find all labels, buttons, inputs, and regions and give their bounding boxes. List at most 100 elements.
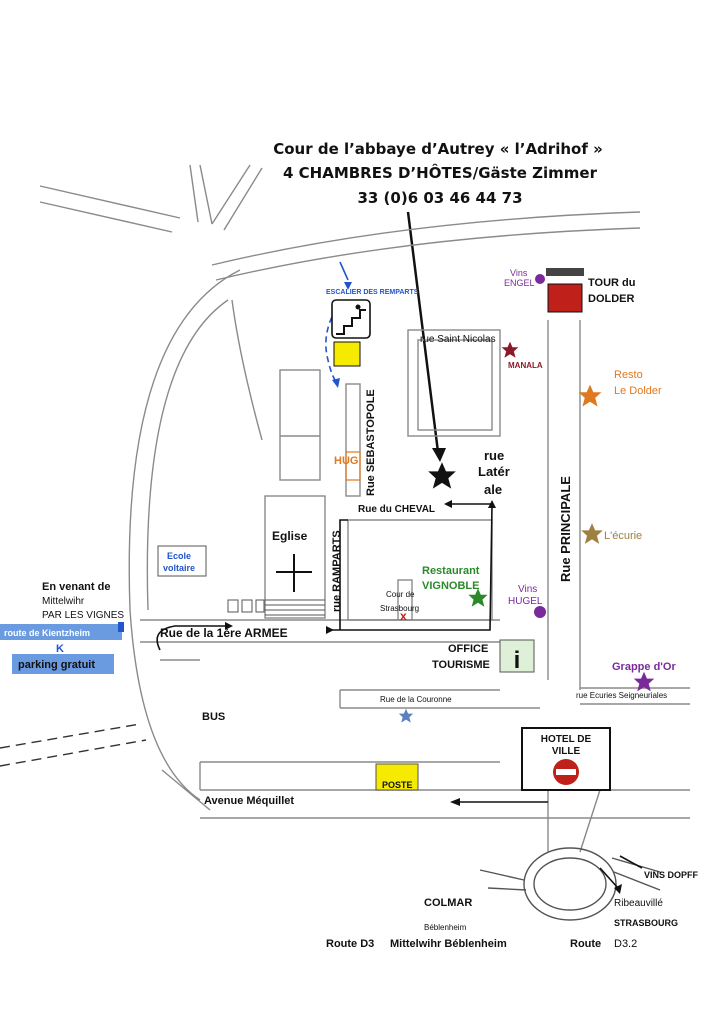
stairs-icon bbox=[331, 299, 371, 339]
roundabout-arrows bbox=[599, 855, 643, 889]
kientzheim-bar bbox=[0, 624, 122, 640]
arrowhead-ribeauville bbox=[614, 884, 622, 894]
yellow-marker bbox=[333, 341, 361, 367]
label-cheval: Rue du CHEVAL bbox=[358, 504, 435, 515]
blocks bbox=[264, 329, 501, 621]
arrowhead-cheval bbox=[444, 500, 452, 508]
label-ecole-1: Ecole bbox=[167, 551, 191, 561]
label-vins-engel-1: Vins bbox=[510, 268, 528, 278]
label-eglise: Eglise bbox=[272, 529, 308, 543]
label-vignoble-2: VIGNOBLE bbox=[422, 580, 479, 592]
ecole-box bbox=[157, 545, 207, 577]
label-vignoble-1: Restaurant bbox=[422, 565, 480, 577]
arrow-dopff bbox=[619, 855, 643, 869]
header-line-1: Cour de l’abbaye d’Autrey « l’Adrihof » bbox=[273, 140, 603, 158]
block-left-tall bbox=[279, 369, 321, 481]
label-laterale-2: Latér bbox=[478, 464, 510, 479]
label-hotel-1: HOTEL DE bbox=[541, 734, 592, 745]
route-armee-entry bbox=[156, 625, 225, 651]
church-annex-2 bbox=[241, 599, 253, 613]
label-ecole-2: voltaire bbox=[163, 563, 195, 573]
route-remparts bbox=[339, 519, 348, 630]
stairs-icon-head bbox=[355, 304, 361, 310]
street-labels: rue Saint Nicolas Rue SEBASTOPOLE rue La… bbox=[160, 334, 667, 807]
roundabout-inner bbox=[533, 857, 607, 911]
block-saint-nicolas-inner bbox=[417, 339, 493, 431]
label-d32: D3.2 bbox=[614, 938, 637, 950]
road-top-a bbox=[189, 164, 199, 223]
poste-box bbox=[375, 763, 419, 791]
label-principale: Rue PRINCIPALE bbox=[558, 476, 573, 582]
block-eglise bbox=[264, 495, 326, 619]
label-colmar: COLMAR bbox=[424, 897, 472, 909]
star-grappe bbox=[633, 671, 655, 692]
label-vins-hugel-2: HUGEL bbox=[508, 596, 543, 607]
block-sebastopole-strip bbox=[345, 383, 361, 497]
label-hug: HUG bbox=[334, 455, 358, 467]
label-ecuries: rue Ecuries Seigneuriales bbox=[576, 691, 667, 700]
roads bbox=[39, 164, 690, 853]
star-adrihof bbox=[428, 462, 456, 489]
road-down-right bbox=[579, 789, 601, 853]
roundabout-exit-left-a bbox=[479, 869, 525, 881]
label-resto-2: Le Dolder bbox=[614, 385, 662, 397]
label-venant-3: PAR LES VIGNES bbox=[42, 610, 124, 621]
star-resto-dolder bbox=[578, 384, 602, 407]
route-arrowheads bbox=[225, 500, 496, 806]
arrowhead-up bbox=[488, 500, 496, 508]
road-top-d bbox=[223, 167, 263, 231]
tour-top-bar bbox=[546, 268, 584, 276]
dashed-roads bbox=[0, 723, 147, 767]
header-line-3: 33 (0)6 03 46 44 73 bbox=[357, 189, 522, 207]
road-top-left-a bbox=[39, 185, 181, 219]
block-cour-strasbourg bbox=[397, 579, 413, 621]
label-saint-nicolas: rue Saint Nicolas bbox=[420, 334, 496, 345]
header: Cour de l’abbaye d’Autrey « l’Adrihof » … bbox=[273, 140, 603, 462]
label-laterale-3: ale bbox=[484, 482, 502, 497]
label-k: K bbox=[56, 643, 64, 655]
label-sebastopole: Rue SEBASTOPOLE bbox=[365, 389, 377, 496]
header-line-2: 4 CHAMBRES D’HÔTES/Gäste Zimmer bbox=[283, 163, 598, 182]
roundabout-exit-left-b bbox=[487, 887, 527, 891]
parking-bar bbox=[12, 654, 114, 674]
roundabout-outer bbox=[523, 847, 617, 921]
road-top-left-b bbox=[39, 201, 173, 233]
info-icon: i bbox=[514, 647, 521, 674]
arrowhead-armee bbox=[326, 626, 334, 634]
arrowhead-entry bbox=[225, 622, 233, 630]
arrow-ribeauville bbox=[599, 867, 619, 889]
label-grappe: Grappe d'Or bbox=[612, 661, 676, 673]
label-hotel-2: VILLE bbox=[552, 746, 581, 757]
label-cour-2: Strasbourg bbox=[380, 604, 419, 613]
church-cross-icon bbox=[276, 554, 312, 592]
road-curve-left-b bbox=[146, 299, 229, 611]
label-office-1: OFFICE bbox=[448, 643, 488, 655]
no-entry-bar bbox=[556, 769, 576, 775]
escalier-arrowhead-bottom bbox=[332, 378, 340, 388]
cour-strasbourg-mark: x bbox=[400, 609, 407, 623]
stars bbox=[398, 341, 655, 723]
hug-marker bbox=[345, 451, 361, 481]
label-ecurie: L'écurie bbox=[604, 530, 642, 542]
tour-dolder-icon bbox=[546, 268, 584, 313]
label-remparts: rue RAMPARTS bbox=[331, 530, 343, 612]
kientzheim-marker bbox=[118, 622, 124, 632]
destination-labels: VINS DOPFF COLMAR Béblenheim Route D3 Mi… bbox=[326, 870, 699, 950]
church-annex-3 bbox=[255, 599, 265, 613]
road-top-c bbox=[211, 164, 251, 225]
label-couronne: Rue de la Couronne bbox=[380, 695, 452, 704]
label-resto-1: Resto bbox=[614, 369, 643, 381]
label-manala: MANALA bbox=[508, 361, 543, 370]
label-office-2: TOURISME bbox=[432, 659, 490, 671]
church-steps bbox=[227, 599, 325, 616]
label-venant-1: En venant de bbox=[42, 581, 110, 593]
label-ribeauville: Ribeauvillé bbox=[614, 898, 663, 909]
label-tour-1: TOUR du bbox=[588, 277, 635, 289]
dot-vins-hugel bbox=[534, 606, 546, 618]
tour-red-block bbox=[547, 283, 583, 313]
label-vins-dopff: VINS DOPFF bbox=[644, 870, 699, 880]
stairs-icon-steps bbox=[336, 309, 366, 335]
escalier-route bbox=[325, 261, 352, 388]
block-cheval bbox=[347, 519, 493, 621]
